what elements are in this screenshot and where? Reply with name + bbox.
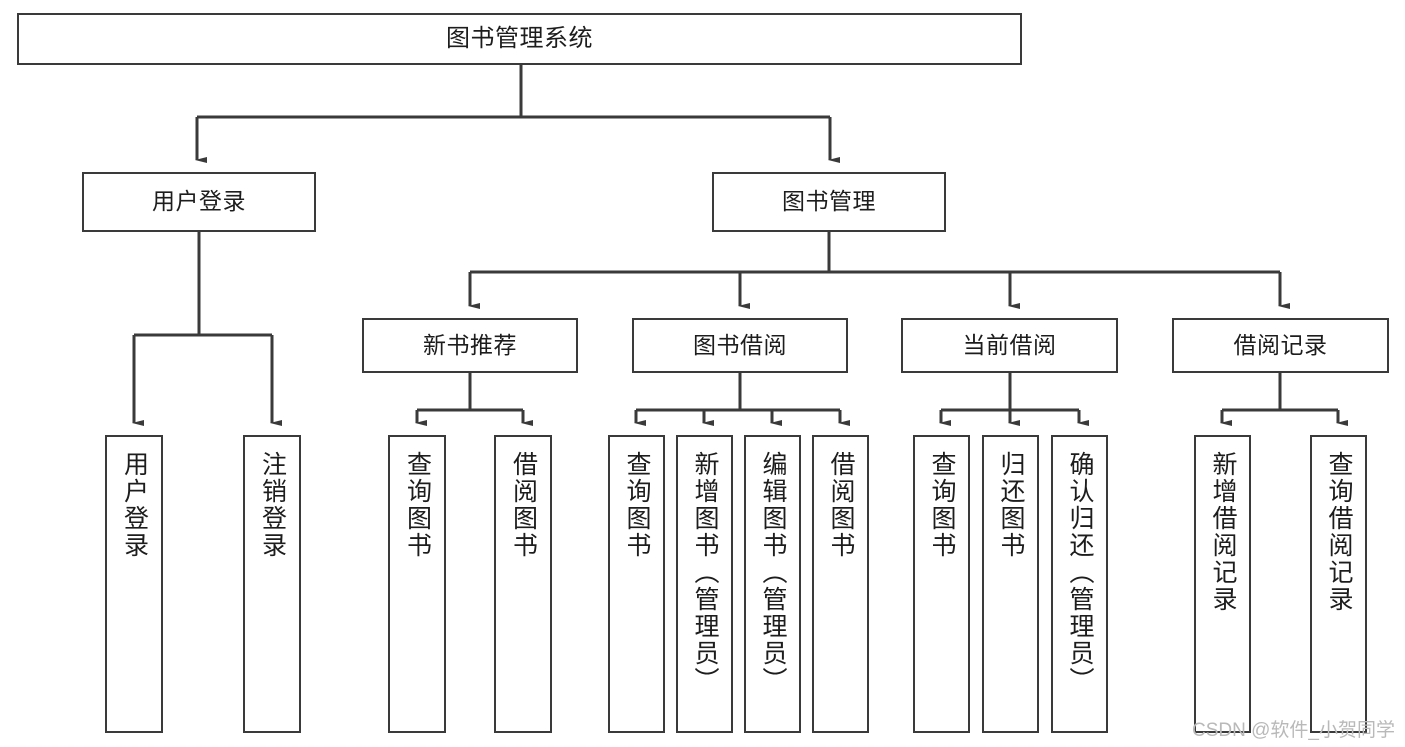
node-leaf-bb-borrow-book-label: 借阅图书	[827, 451, 855, 559]
node-leaf-br-add-record-label: 新增借阅记录	[1209, 451, 1237, 613]
node-leaf-bb-query-book-label: 查询图书	[623, 451, 651, 559]
node-leaf-br-query-record[interactable]: 查询借阅记录	[1310, 435, 1367, 733]
node-new-book-recommend-label: 新书推荐	[423, 331, 517, 358]
node-leaf-br-add-record[interactable]: 新增借阅记录	[1194, 435, 1251, 733]
node-leaf-nb-borrow-book[interactable]: 借阅图书	[494, 435, 552, 733]
node-book-management-label: 图书管理	[782, 188, 876, 215]
node-leaf-bb-edit-book-label: 编辑图书（管理员）	[759, 451, 787, 694]
node-leaf-logout[interactable]: 注销登录	[243, 435, 301, 733]
node-leaf-user-login[interactable]: 用户登录	[105, 435, 163, 733]
node-leaf-bb-borrow-book[interactable]: 借阅图书	[812, 435, 869, 733]
node-leaf-cb-confirm-return-label: 确认归还（管理员）	[1066, 451, 1094, 694]
node-leaf-br-query-record-label: 查询借阅记录	[1325, 451, 1353, 613]
node-leaf-bb-edit-book[interactable]: 编辑图书（管理员）	[744, 435, 801, 733]
node-current-borrow-label: 当前借阅	[962, 331, 1057, 358]
node-leaf-cb-query-book[interactable]: 查询图书	[913, 435, 970, 733]
node-leaf-nb-borrow-book-label: 借阅图书	[509, 451, 538, 559]
node-leaf-nb-query-book[interactable]: 查询图书	[388, 435, 446, 733]
node-leaf-cb-return-book[interactable]: 归还图书	[982, 435, 1039, 733]
node-root-label: 图书管理系统	[446, 24, 593, 52]
node-leaf-logout-label: 注销登录	[258, 451, 287, 559]
node-leaf-user-login-label: 用户登录	[120, 451, 149, 559]
node-root[interactable]: 图书管理系统	[17, 13, 1022, 65]
node-leaf-bb-query-book[interactable]: 查询图书	[608, 435, 665, 733]
node-book-borrow[interactable]: 图书借阅	[632, 318, 848, 373]
node-new-book-recommend[interactable]: 新书推荐	[362, 318, 578, 373]
node-current-borrow[interactable]: 当前借阅	[901, 318, 1118, 373]
node-book-borrow-label: 图书借阅	[693, 331, 787, 358]
node-user-login-label: 用户登录	[152, 188, 246, 215]
node-leaf-cb-query-book-label: 查询图书	[928, 451, 956, 559]
node-book-management[interactable]: 图书管理	[712, 172, 946, 232]
node-borrow-record-label: 借阅记录	[1233, 331, 1328, 358]
node-leaf-cb-confirm-return[interactable]: 确认归还（管理员）	[1051, 435, 1108, 733]
node-leaf-bb-add-book[interactable]: 新增图书（管理员）	[676, 435, 733, 733]
csdn-watermark: CSDN @软件_小贺同学	[1192, 720, 1395, 741]
node-borrow-record[interactable]: 借阅记录	[1172, 318, 1389, 373]
node-user-login[interactable]: 用户登录	[82, 172, 316, 232]
node-leaf-cb-return-book-label: 归还图书	[997, 451, 1025, 559]
node-leaf-bb-add-book-label: 新增图书（管理员）	[691, 451, 719, 694]
node-leaf-nb-query-book-label: 查询图书	[403, 451, 432, 559]
